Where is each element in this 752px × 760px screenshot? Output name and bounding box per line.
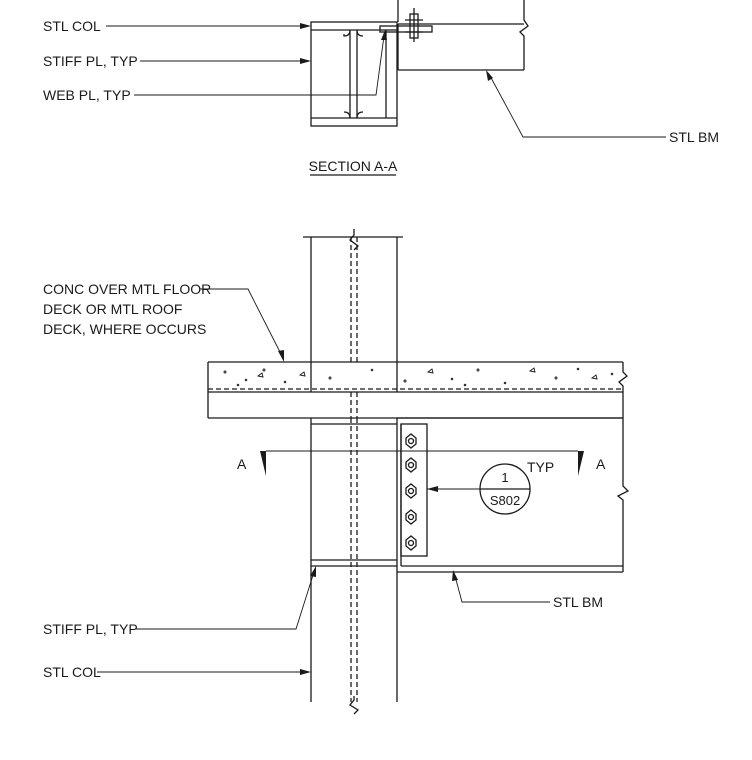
bolt <box>405 509 417 525</box>
detail-reference-bubble: 1 S802 TYP <box>427 459 554 515</box>
column-section <box>310 21 398 127</box>
section-cut-line: A A <box>237 450 606 476</box>
section-cut-mark-right: A <box>596 456 606 472</box>
bolt <box>405 433 417 449</box>
shear-tab <box>400 423 428 557</box>
elevation-view: A A 1 S802 TYP CONC OVER MTL FLOOR DECK … <box>43 229 630 715</box>
section-label-web-pl: WEB PL, TYP <box>43 87 131 103</box>
detail-sheet: S802 <box>490 493 520 508</box>
web-plate <box>379 25 433 33</box>
section-label-stl-bm: STL BM <box>669 129 719 145</box>
section-cut-mark-left: A <box>237 456 247 472</box>
concrete-hatch <box>223 367 614 387</box>
label-deck-line2: DECK OR MTL ROOF <box>43 301 183 317</box>
label-typ: TYP <box>527 459 554 475</box>
section-title: SECTION A-A <box>309 158 398 174</box>
label-stl-col: STL COL <box>43 664 101 680</box>
bolt-group <box>405 433 417 551</box>
section-label-stiff-pl: STIFF PL, TYP <box>43 53 138 69</box>
bolt <box>405 535 417 551</box>
label-stl-bm: STL BM <box>553 594 603 610</box>
section-a-a: STL COL STIFF PL, TYP WEB PL, TYP STL BM… <box>43 0 719 176</box>
bolt <box>405 457 417 473</box>
bolt <box>405 483 417 499</box>
section-label-stl-col: STL COL <box>43 18 101 34</box>
label-stiff-pl: STIFF PL, TYP <box>43 621 138 637</box>
label-deck-line3: DECK, WHERE OCCURS <box>43 321 206 337</box>
label-deck-line1: CONC OVER MTL FLOOR <box>43 281 211 297</box>
concrete-slab <box>207 361 628 419</box>
detail-number: 1 <box>501 470 508 485</box>
